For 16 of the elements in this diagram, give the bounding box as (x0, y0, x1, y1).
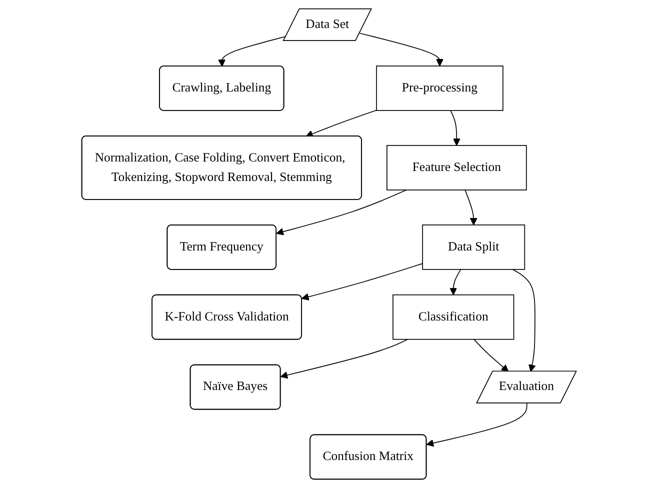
arrow (465, 190, 478, 226)
arrow (280, 338, 409, 379)
arrow (302, 263, 424, 300)
arrow (218, 36, 288, 67)
node-box: Classification (393, 294, 515, 340)
arrow (512, 269, 536, 372)
arrow (426, 402, 528, 447)
node-box: Feature Selection (386, 145, 528, 190)
arrow (450, 269, 462, 296)
arrow (306, 110, 378, 138)
arrow (450, 110, 461, 146)
node-box: Pre-processing (376, 66, 504, 111)
arrow (276, 190, 408, 236)
node-box: Data Split (422, 224, 526, 270)
arrow (360, 32, 444, 66)
arrow (474, 338, 510, 372)
